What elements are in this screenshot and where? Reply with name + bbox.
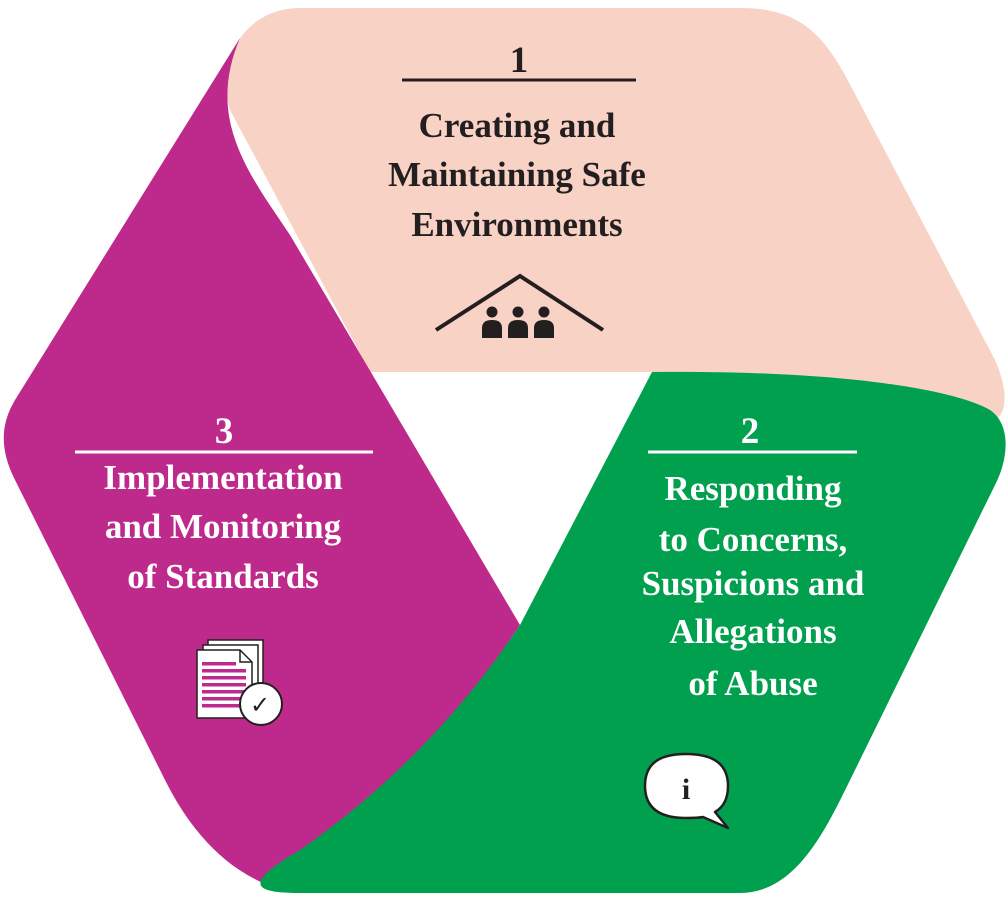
segment-3-title-line: Implementation [103, 458, 342, 497]
segment-1-number: 1 [510, 40, 529, 81]
segment-3-shape [3, 38, 520, 893]
segment-1-shape [226, 8, 1005, 425]
segment-3-title-line: of Standards [127, 557, 319, 596]
segment-2-title-line: Responding [664, 469, 842, 508]
document-check-icon: ✓ [196, 639, 283, 726]
svg-text:✓: ✓ [250, 691, 270, 719]
segment-1-title-line: Maintaining Safe [388, 155, 646, 194]
svg-text:i: i [682, 773, 690, 806]
info-speech-bubble-icon: i [643, 752, 730, 830]
segment-1-title-line: Environments [411, 205, 622, 244]
segment-2-shape [260, 371, 1006, 893]
segment-2-title-line: Suspicions and [642, 564, 865, 603]
house-people-icon [434, 273, 605, 338]
segment-2-title-line: of Abuse [688, 664, 817, 703]
segment-2-number: 2 [741, 411, 760, 452]
segment-1-title-line: Creating and [419, 106, 616, 145]
segment-3-number: 3 [215, 411, 234, 452]
segment-2-title-line: Allegations [669, 612, 836, 651]
segment-2-title-line: to Concerns, [659, 520, 848, 559]
segment-3-title-line: and Monitoring [105, 507, 342, 546]
